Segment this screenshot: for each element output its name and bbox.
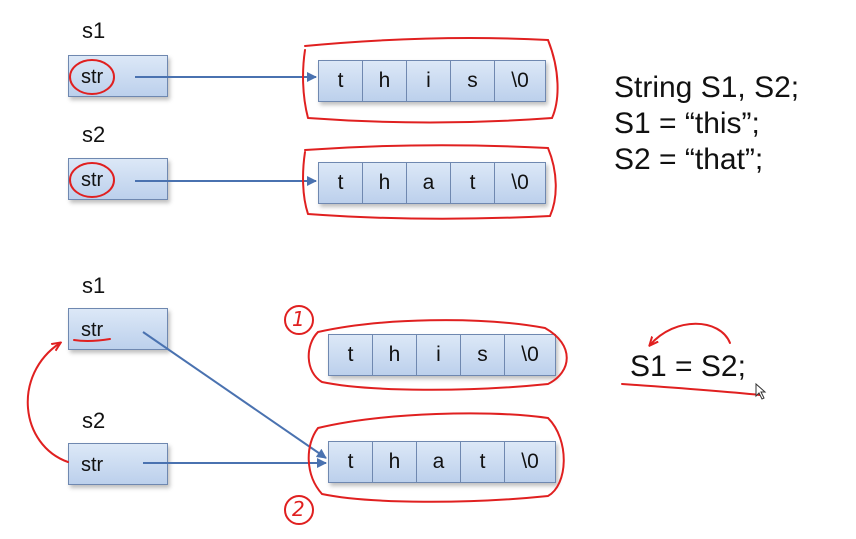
ink-circle: [69, 162, 115, 198]
char-cell: \0: [504, 441, 556, 483]
char-cell: a: [416, 441, 460, 483]
char-cell: s: [460, 334, 504, 376]
ink-curved-arrow: [26, 343, 69, 463]
code-line-2: S1 = “this”;: [614, 107, 760, 140]
char-cell: a: [406, 162, 450, 204]
ink-number-1: 1: [292, 307, 305, 331]
ink-curved-arrow: [650, 322, 731, 345]
char-cell: t: [328, 334, 372, 376]
assignment-statement: S1 = S2;: [630, 350, 746, 383]
top-s2-pointer-box: str: [68, 158, 168, 200]
bottom-s1-str-field: str: [81, 319, 104, 341]
char-cell: t: [450, 162, 494, 204]
ink-number-2: 2: [292, 497, 305, 521]
ink-loop: [307, 319, 568, 391]
top-array-that: t h a t \0: [318, 162, 546, 204]
bottom-s2-str-field: str: [81, 454, 104, 476]
bottom-array-that: t h a t \0: [328, 441, 556, 483]
char-cell: i: [416, 334, 460, 376]
char-cell: t: [318, 162, 362, 204]
code-block: String S1, S2; S1 = “this”; S2 = “that”;: [614, 70, 799, 178]
char-cell: h: [362, 60, 406, 102]
char-cell: t: [328, 441, 372, 483]
top-array-this: t h i s \0: [318, 60, 546, 102]
ink-underline: [73, 338, 111, 343]
char-cell: t: [460, 441, 504, 483]
top-s1-str-field: str: [81, 66, 104, 88]
ink-number-circle: [284, 495, 314, 525]
char-cell: h: [372, 441, 416, 483]
ink-loop: [307, 412, 565, 503]
bottom-s2-label: s2: [82, 408, 106, 433]
bottom-array-this: t h i s \0: [328, 334, 556, 376]
char-cell: \0: [494, 162, 546, 204]
char-cell: t: [318, 60, 362, 102]
bottom-s1-pointer-box: str: [68, 308, 168, 350]
top-s2-label: s2: [82, 122, 106, 147]
ink-underline: [621, 383, 761, 396]
ink-number-circle: [284, 305, 314, 335]
top-s2-str-field: str: [81, 169, 104, 191]
mouse-cursor-icon: [755, 382, 767, 400]
code-line-1: String S1, S2;: [614, 71, 800, 104]
code-line-3: S2 = “that”;: [614, 143, 764, 176]
char-cell: \0: [494, 60, 546, 102]
ink-circle: [69, 59, 115, 95]
char-cell: \0: [504, 334, 556, 376]
char-cell: i: [406, 60, 450, 102]
top-s1-label: s1: [82, 18, 106, 43]
char-cell: h: [372, 334, 416, 376]
char-cell: s: [450, 60, 494, 102]
ink-bracket: [302, 144, 557, 220]
char-cell: h: [362, 162, 406, 204]
bottom-s1-label: s1: [82, 273, 106, 298]
ink-bracket: [302, 37, 559, 124]
pointer-arrow: [142, 331, 327, 459]
